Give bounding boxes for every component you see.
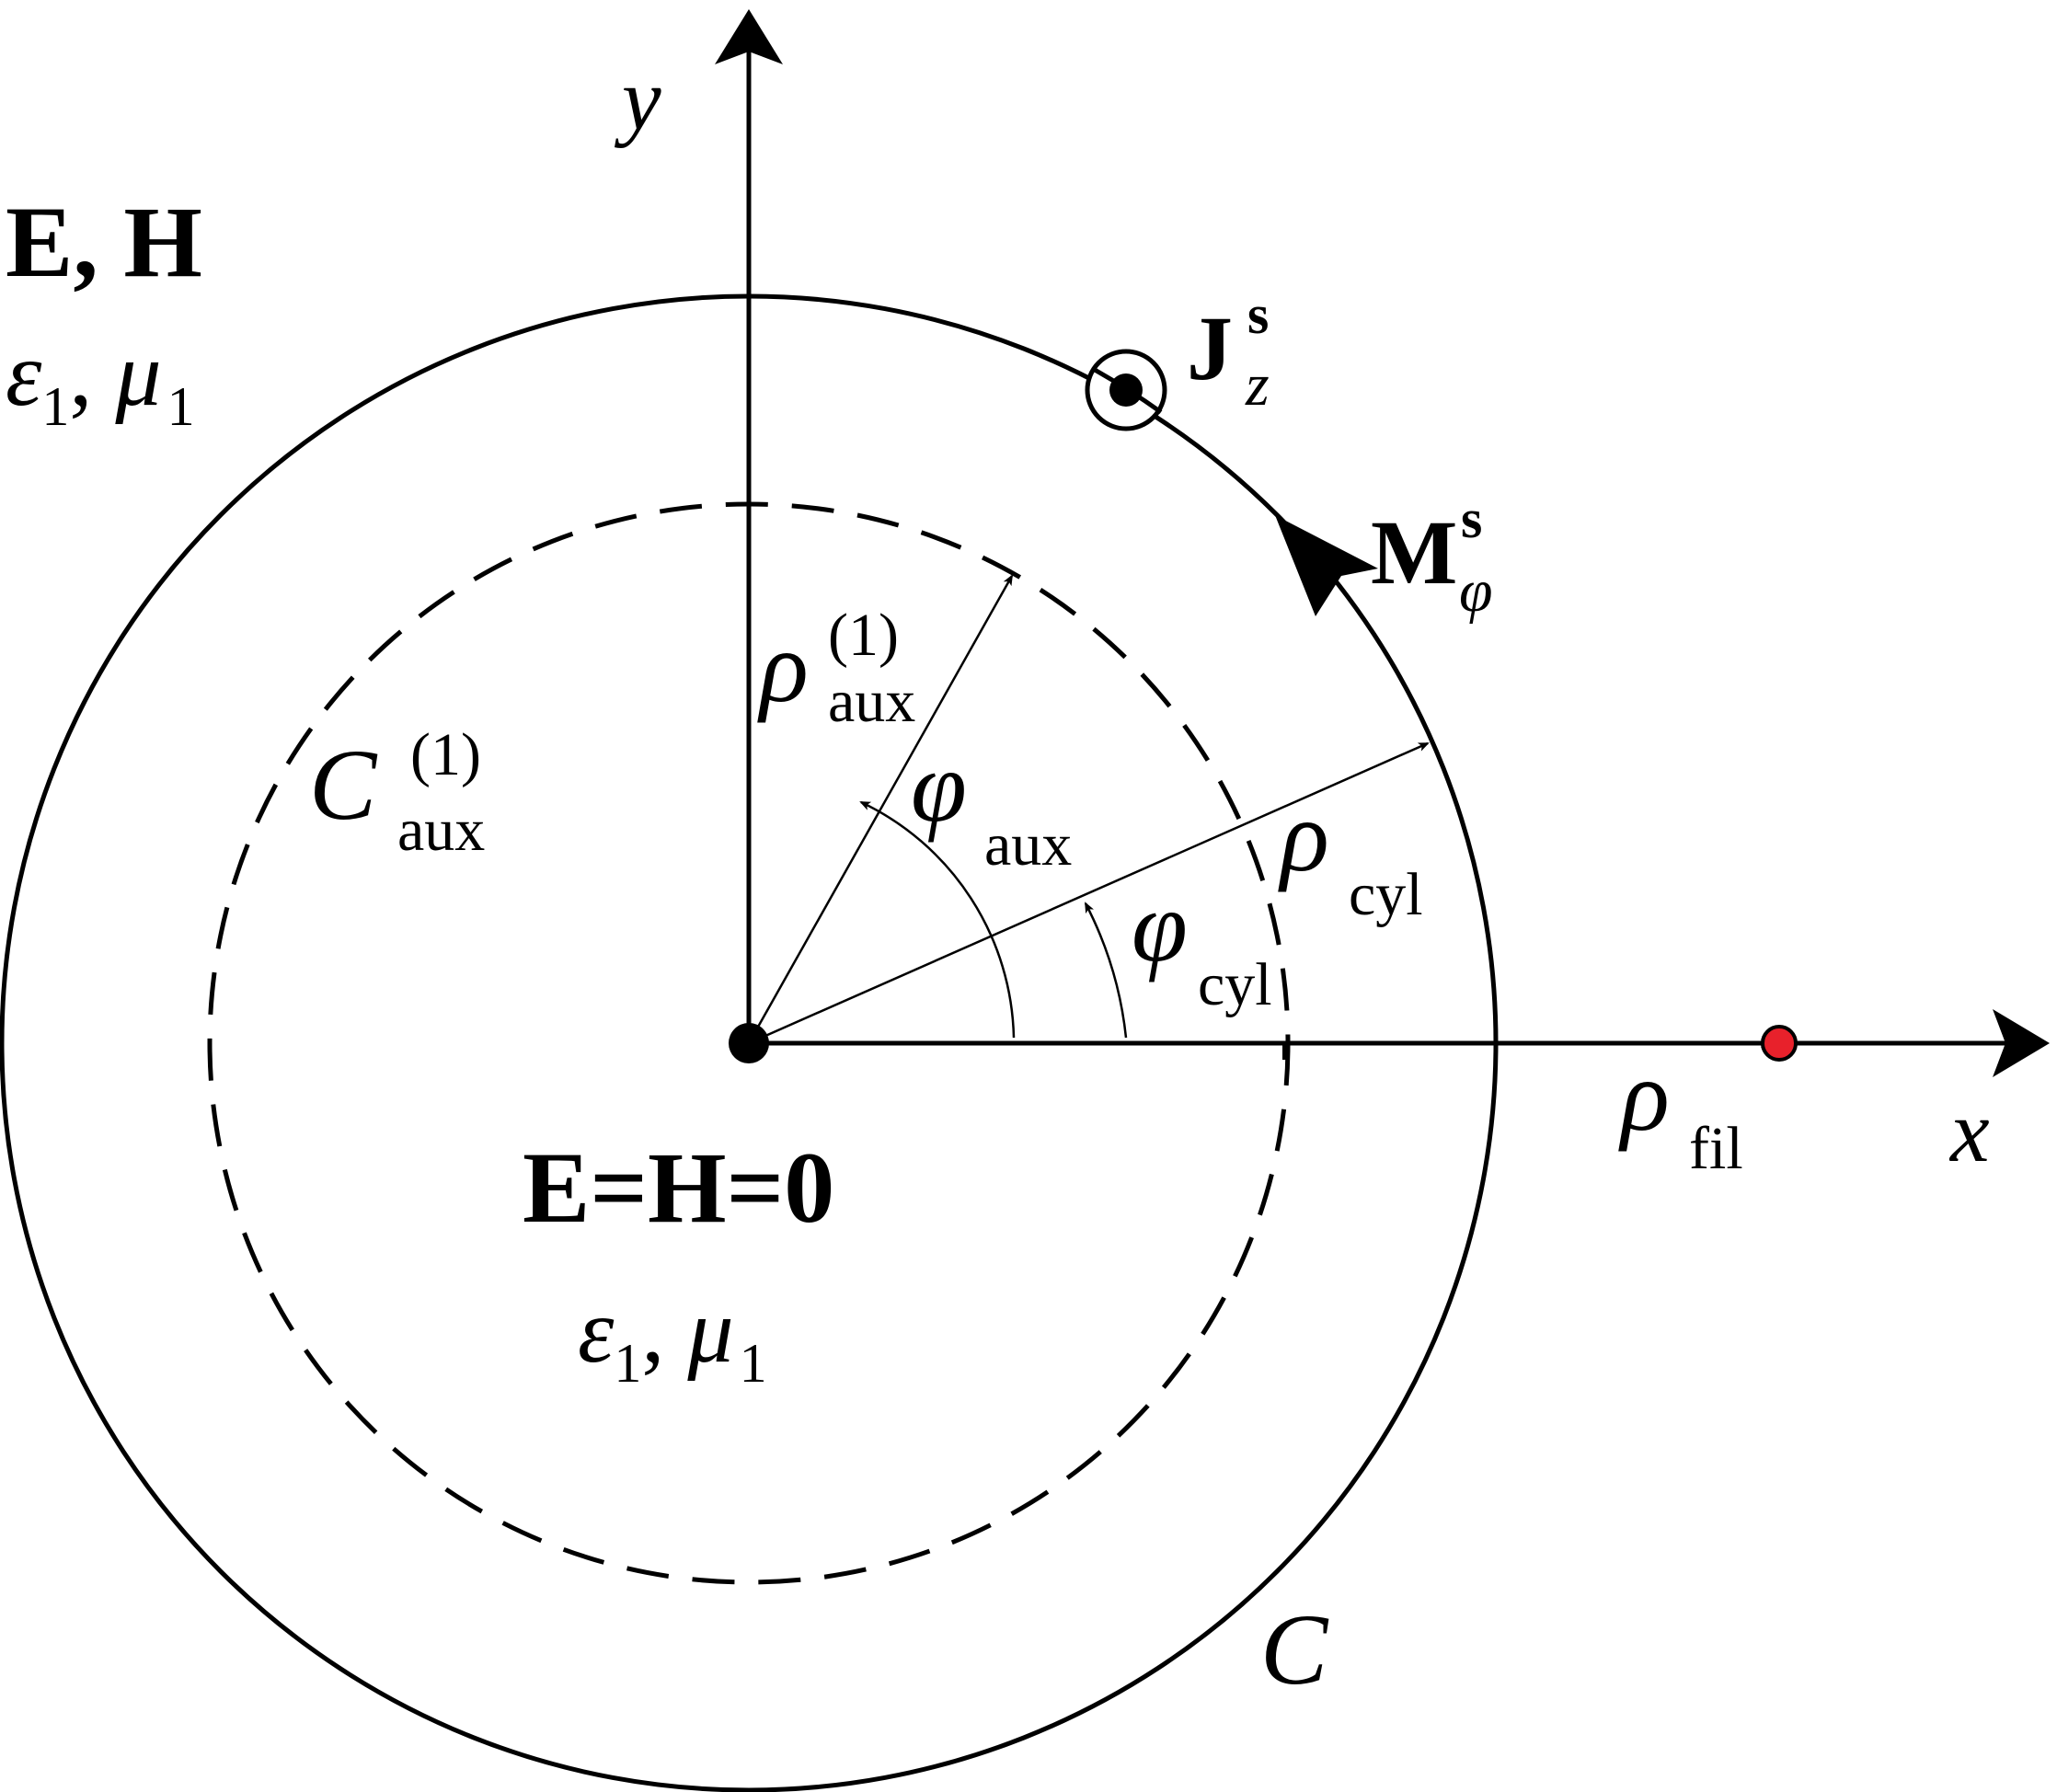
svg-text:aux: aux bbox=[828, 668, 915, 735]
rho-aux-radius bbox=[747, 574, 1014, 1044]
phi-aux-label: φ aux bbox=[911, 730, 1072, 879]
outer-fields-label: E, H bbox=[6, 186, 202, 298]
svg-text:(1): (1) bbox=[828, 602, 899, 669]
svg-text:aux: aux bbox=[984, 811, 1072, 879]
magnetic-current-arrowhead bbox=[1275, 515, 1378, 616]
rho-cyl-radius bbox=[748, 741, 1430, 1045]
svg-text:ρ: ρ bbox=[1618, 1040, 1670, 1152]
svg-text:fil: fil bbox=[1689, 1115, 1743, 1182]
svg-text:C: C bbox=[309, 729, 378, 841]
svg-text:s: s bbox=[1247, 284, 1269, 345]
svg-text:ρ: ρ bbox=[757, 611, 809, 723]
contour-segment-under-ring bbox=[1093, 367, 1163, 415]
contour-label: C bbox=[1260, 1593, 1329, 1706]
filament-point bbox=[1761, 1025, 1798, 1062]
y-axis-label: y bbox=[614, 50, 661, 148]
x-axis-label: x bbox=[1948, 1082, 1990, 1180]
electric-current-label: J s z bbox=[1187, 284, 1270, 419]
svg-text:cyl: cyl bbox=[1198, 951, 1272, 1018]
rho-fil-label: ρ fil bbox=[1618, 1040, 1743, 1182]
rho-cyl-label: ρ cyl bbox=[1278, 780, 1423, 928]
svg-text:s: s bbox=[1461, 488, 1482, 549]
phi-cyl-arc bbox=[1084, 902, 1128, 1039]
svg-text:aux: aux bbox=[397, 797, 485, 864]
rho-aux-label: ρ (1) aux bbox=[757, 602, 915, 735]
magnetic-current-label: M s φ bbox=[1371, 488, 1493, 625]
svg-text:z: z bbox=[1245, 351, 1270, 419]
svg-text:φ: φ bbox=[911, 730, 967, 843]
phi-aux-arc bbox=[859, 800, 1016, 1039]
svg-text:φ: φ bbox=[1132, 870, 1188, 982]
svg-text:J: J bbox=[1187, 297, 1233, 399]
x-axis-arrowhead bbox=[1993, 1009, 2050, 1077]
inner-fields-label: E=H=0 bbox=[523, 1131, 834, 1244]
svg-text:ρ: ρ bbox=[1278, 780, 1329, 892]
svg-text:cyl: cyl bbox=[1349, 861, 1423, 928]
y-axis-arrowhead bbox=[715, 9, 783, 64]
svg-text:φ: φ bbox=[1459, 557, 1493, 625]
svg-text:M: M bbox=[1371, 501, 1457, 603]
svg-text:(1): (1) bbox=[410, 721, 481, 788]
aux-contour-label: C (1) aux bbox=[309, 721, 485, 864]
phi-cyl-label: φ cyl bbox=[1132, 870, 1272, 1018]
